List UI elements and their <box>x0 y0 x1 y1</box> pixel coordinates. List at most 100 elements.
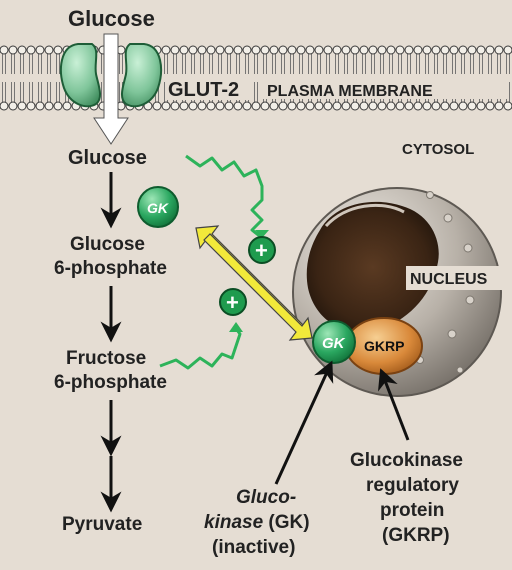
g6p-label-line1: Glucose <box>70 234 145 255</box>
phospholipid-head <box>440 45 450 55</box>
phospholipid-head <box>323 45 333 55</box>
phospholipid-head <box>170 45 180 55</box>
phospholipid-tail <box>335 54 339 74</box>
phospholipid-head <box>458 101 468 111</box>
phospholipid-tail <box>47 54 51 74</box>
phospholipid-head <box>503 101 512 111</box>
plasma-membrane-label: PLASMA MEMBRANE <box>267 83 433 100</box>
phospholipid-tail <box>506 54 510 74</box>
phospholipid-head <box>287 101 297 111</box>
phospholipid-head <box>152 101 162 111</box>
phospholipid-head <box>251 45 261 55</box>
phospholipid-tail <box>29 54 33 74</box>
glucose-signal-line <box>185 154 264 240</box>
phospholipid-head <box>395 101 405 111</box>
plasma-membrane <box>0 45 512 111</box>
phospholipid-head <box>179 45 189 55</box>
phospholipid-tail <box>443 54 447 74</box>
phospholipid-tail <box>236 54 240 74</box>
phospholipid-head <box>368 101 378 111</box>
phospholipid-head <box>8 101 18 111</box>
phospholipid-tail <box>299 54 303 74</box>
phospholipid-tail <box>371 54 375 74</box>
phospholipid-head <box>224 101 234 111</box>
plus-label-1: + <box>255 238 268 263</box>
glucose-outside-label: Glucose <box>68 6 155 31</box>
phospholipid-head <box>467 45 477 55</box>
phospholipid-head <box>296 45 306 55</box>
phospholipid-head <box>494 101 504 111</box>
phospholipid-tail <box>263 54 267 74</box>
gkrp-pointer-arrow <box>377 368 410 441</box>
phospholipid-head <box>350 45 360 55</box>
phospholipid-tail <box>452 54 456 74</box>
phospholipid-head <box>422 101 432 111</box>
phospholipid-tail <box>344 54 348 74</box>
phospholipid-tail <box>380 54 384 74</box>
phospholipid-head <box>278 45 288 55</box>
phospholipid-head <box>170 101 180 111</box>
phospholipid-tail <box>353 54 357 74</box>
g6p-label-line2: 6-phosphate <box>54 258 167 279</box>
phospholipid-head <box>467 101 477 111</box>
gkrp-caption-line3: protein <box>380 500 444 521</box>
phospholipid-head <box>404 101 414 111</box>
glucose-transport-arrow <box>93 33 129 145</box>
phospholipid-head <box>287 45 297 55</box>
phospholipid-tail <box>11 82 15 102</box>
phospholipid-head <box>269 101 279 111</box>
phospholipid-tail <box>218 54 222 74</box>
phospholipid-tail <box>434 54 438 74</box>
phospholipid-head <box>0 45 9 55</box>
phospholipid-tail <box>479 54 483 74</box>
phospholipid-head <box>494 45 504 55</box>
phospholipid-head <box>197 101 207 111</box>
phospholipid-tail <box>56 54 60 74</box>
phospholipid-head <box>386 45 396 55</box>
phospholipid-head <box>341 101 351 111</box>
glut2-transporter-icon <box>60 43 162 108</box>
phospholipid-tail <box>20 54 24 74</box>
phospholipid-tail <box>470 54 474 74</box>
phospholipid-head <box>278 101 288 111</box>
f6p-label-line2: 6-phosphate <box>54 372 167 393</box>
gk-pointer-arrow <box>274 360 334 485</box>
gk-enzyme-icon <box>137 186 179 228</box>
phospholipid-head <box>17 45 27 55</box>
phospholipid-head <box>233 45 243 55</box>
phospholipid-head <box>0 101 9 111</box>
phospholipid-head <box>341 45 351 55</box>
phospholipid-head <box>8 45 18 55</box>
phospholipid-head <box>377 101 387 111</box>
phospholipid-head <box>449 101 459 111</box>
plus-icon <box>219 288 247 316</box>
phospholipid-head <box>485 45 495 55</box>
phospholipid-head <box>485 101 495 111</box>
phospholipid-tail <box>326 54 330 74</box>
phospholipid-head <box>62 101 72 111</box>
phospholipid-head <box>359 45 369 55</box>
gkrp-caption-line4: (GKRP) <box>382 525 450 546</box>
phospholipid-head <box>53 101 63 111</box>
phospholipid-head <box>35 45 45 55</box>
phospholipid-head <box>269 45 279 55</box>
phospholipid-head <box>395 45 405 55</box>
phospholipid-tail <box>254 82 258 102</box>
phospholipid-tail <box>182 54 186 74</box>
phospholipid-head <box>53 45 63 55</box>
phospholipid-head <box>26 45 36 55</box>
gk-bound-badge: GK <box>322 335 346 352</box>
phospholipid-head <box>305 101 315 111</box>
phospholipid-head <box>404 45 414 55</box>
gk-caption-line3: (inactive) <box>212 537 295 558</box>
phospholipid-head <box>332 101 342 111</box>
cytosol-label: CYTOSOL <box>402 141 474 158</box>
phospholipid-head <box>251 101 261 111</box>
f6p-signal-line <box>159 325 242 370</box>
phospholipid-tail <box>56 82 60 102</box>
phospholipid-head <box>215 101 225 111</box>
phospholipid-head <box>44 101 54 111</box>
phospholipid-tail <box>272 54 276 74</box>
phospholipid-tail <box>209 54 213 74</box>
